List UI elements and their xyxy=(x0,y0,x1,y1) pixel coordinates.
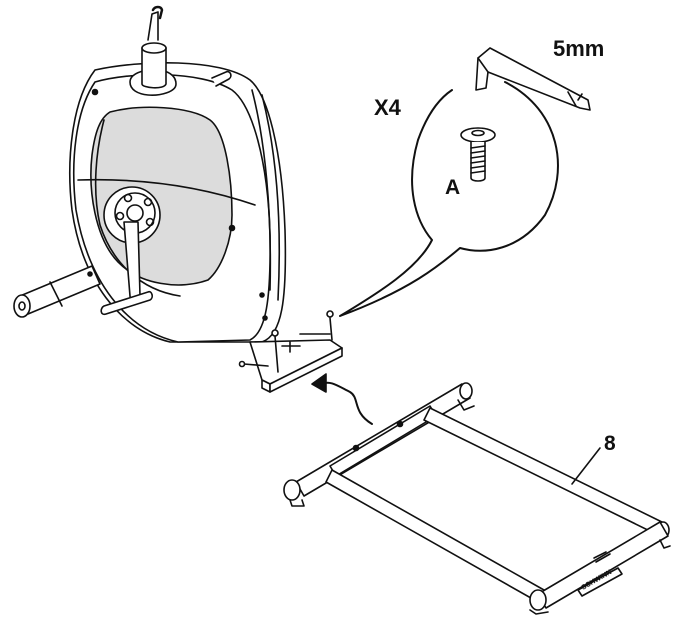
quantity-label: X4 xyxy=(374,95,401,120)
screw-a xyxy=(461,128,495,181)
body-side-edge xyxy=(252,90,270,290)
bike-body xyxy=(70,63,286,342)
base-frame xyxy=(284,383,670,614)
front-stabilizer xyxy=(14,266,100,317)
part-8-leader xyxy=(572,448,600,484)
body-seam xyxy=(78,180,255,205)
wrench-size-label: 5mm xyxy=(553,36,605,61)
seat-post xyxy=(130,7,176,95)
callout-bubble xyxy=(340,82,558,316)
mounting-bracket xyxy=(240,311,343,392)
install-arrow xyxy=(312,374,372,424)
body-panel-edge xyxy=(96,120,180,296)
part-8-label: 8 xyxy=(604,432,616,455)
crank-arm xyxy=(101,222,152,314)
hex-wrench xyxy=(476,48,590,110)
part-a-label: A xyxy=(445,176,461,199)
rear-rod xyxy=(212,72,231,86)
